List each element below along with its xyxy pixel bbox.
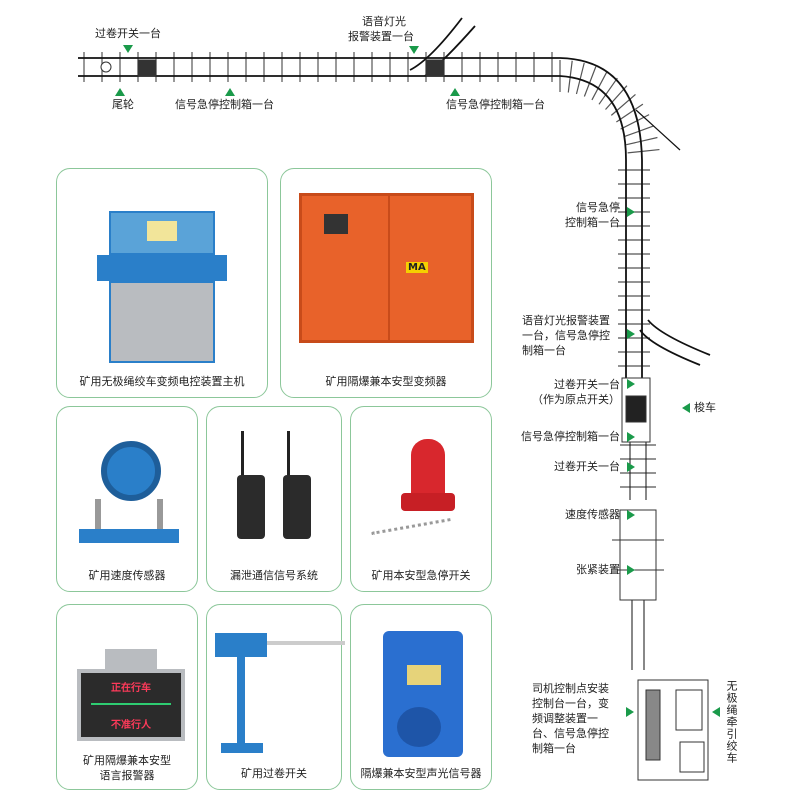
label-tail-wheel: 尾轮 bbox=[112, 98, 134, 111]
rail-tie bbox=[598, 77, 618, 105]
label-right-overwind-switch: 过卷开关一台 bbox=[554, 460, 620, 473]
product-card-control-host: 矿用无极绳绞车变频电控装置主机 bbox=[56, 168, 268, 398]
arrow-up-icon bbox=[115, 88, 125, 96]
label-tensioner: 张紧装置 bbox=[576, 563, 620, 576]
inverter-image: MA bbox=[299, 193, 474, 343]
label-origin-switch-line1: 过卷开关一台 bbox=[554, 378, 620, 391]
arrow-right-icon bbox=[627, 432, 635, 442]
product-card-emergency-stop: 矿用本安型急停开关 bbox=[350, 406, 492, 592]
rail-tie bbox=[626, 136, 658, 146]
arrow-left-icon bbox=[712, 707, 720, 717]
rail-ties bbox=[83, 52, 660, 488]
rail-tie bbox=[583, 66, 597, 97]
arrow-right-icon bbox=[627, 379, 635, 389]
product-card-leaky-comm: 漏泄通信信号系统 bbox=[206, 406, 342, 592]
product-card-inverter: MA 矿用隔爆兼本安型变频器 bbox=[280, 168, 492, 398]
control-console-image bbox=[97, 211, 227, 363]
label-right-signal-box-3: 信号急停控制箱一台 bbox=[521, 430, 620, 443]
label-top-signal-box-2: 信号急停控制箱一台 bbox=[446, 98, 545, 111]
label-shuttle-car: 梭车 bbox=[694, 401, 716, 414]
caption-line1: 矿用隔爆兼本安型 bbox=[83, 754, 171, 767]
ma-badge: MA bbox=[406, 262, 428, 273]
label-driver-line5: 制箱一台 bbox=[532, 742, 576, 755]
arrow-down-icon bbox=[123, 45, 133, 53]
product-card-speed-sensor: 矿用速度传感器 bbox=[56, 406, 198, 592]
arrow-right-icon bbox=[627, 207, 635, 217]
product-caption: 漏泄通信信号系统 bbox=[230, 569, 318, 582]
arrow-right-icon bbox=[627, 462, 635, 472]
product-caption: 矿用无极绳绞车变频电控装置主机 bbox=[79, 375, 245, 388]
sign-text-top: 正在行车 bbox=[111, 683, 151, 694]
label-top-signal-box-1: 信号急停控制箱一台 bbox=[175, 98, 274, 111]
arrow-left-icon bbox=[682, 403, 690, 413]
label-top-overwind-switch: 过卷开关一台 bbox=[95, 27, 161, 40]
label-top-alarm-line2: 报警装置一台 bbox=[348, 30, 414, 43]
label-right-alarm-line1: 语音灯光报警装置 bbox=[522, 314, 610, 327]
equipment-blocks bbox=[100, 59, 709, 781]
label-speed-sensor: 速度传感器 bbox=[565, 508, 620, 521]
arrow-up-icon bbox=[450, 88, 460, 96]
product-card-signal-device: 隔爆兼本安型声光信号器 bbox=[350, 604, 492, 790]
caption-line2: 语言报警器 bbox=[99, 769, 155, 782]
product-caption: 矿用速度传感器 bbox=[88, 569, 166, 582]
sign-text-bottom: 不准行人 bbox=[111, 720, 151, 731]
label-right-signal-box-line2: 控制箱一台 bbox=[565, 216, 620, 229]
product-caption: 矿用隔爆兼本安型变频器 bbox=[325, 375, 447, 388]
label-right-signal-box-line1: 信号急停 bbox=[576, 201, 620, 214]
label-driver-line4: 台、信号急停控 bbox=[532, 727, 609, 740]
label-right-alarm-line3: 制箱一台 bbox=[522, 344, 566, 357]
label-origin-switch-line2: （作为原点开关） bbox=[532, 393, 620, 406]
label-winch: 无极绳牵引绞车 bbox=[725, 680, 738, 764]
arrow-right-icon bbox=[627, 565, 635, 575]
label-driver-line3: 频调整装置一 bbox=[532, 712, 598, 725]
arrow-right-icon bbox=[627, 510, 635, 520]
rail-tie bbox=[610, 93, 636, 116]
radio-handsets-image bbox=[237, 431, 317, 551]
arrow-up-icon bbox=[225, 88, 235, 96]
overwind-switch-image bbox=[211, 629, 345, 759]
rail-tie bbox=[575, 62, 585, 95]
tensioner-box bbox=[619, 509, 657, 601]
tail-wheel-icon bbox=[100, 61, 112, 73]
product-caption: 矿用过卷开关 bbox=[241, 767, 307, 780]
arrow-down-icon bbox=[409, 46, 419, 54]
label-top-alarm-line1: 语音灯光 bbox=[362, 15, 406, 28]
signal-device-image bbox=[383, 631, 463, 757]
label-driver-line2: 控制台一台，变 bbox=[532, 697, 609, 710]
arrow-right-icon bbox=[627, 329, 635, 339]
label-right-alarm-line2: 一台，信号急停控 bbox=[522, 329, 610, 342]
speed-sensor-image bbox=[79, 433, 179, 553]
product-card-voice-alarm: 正在行车 不准行人 矿用隔爆兼本安型 语言报警器 bbox=[56, 604, 198, 790]
product-caption: 矿用本安型急停开关 bbox=[371, 569, 471, 582]
product-caption: 隔爆兼本安型声光信号器 bbox=[360, 767, 482, 780]
arrow-right-icon bbox=[626, 707, 634, 717]
rail-tie bbox=[627, 148, 660, 154]
rail-tie bbox=[591, 71, 608, 101]
tension-block bbox=[137, 59, 157, 77]
label-driver-line1: 司机控制点安装 bbox=[532, 682, 609, 695]
emergency-stop-image bbox=[371, 429, 481, 559]
product-caption: 矿用隔爆兼本安型 语言报警器 bbox=[57, 753, 197, 783]
voice-alarm-image: 正在行车 不准行人 bbox=[77, 649, 185, 741]
product-card-overwind-switch: 矿用过卷开关 bbox=[206, 604, 345, 790]
